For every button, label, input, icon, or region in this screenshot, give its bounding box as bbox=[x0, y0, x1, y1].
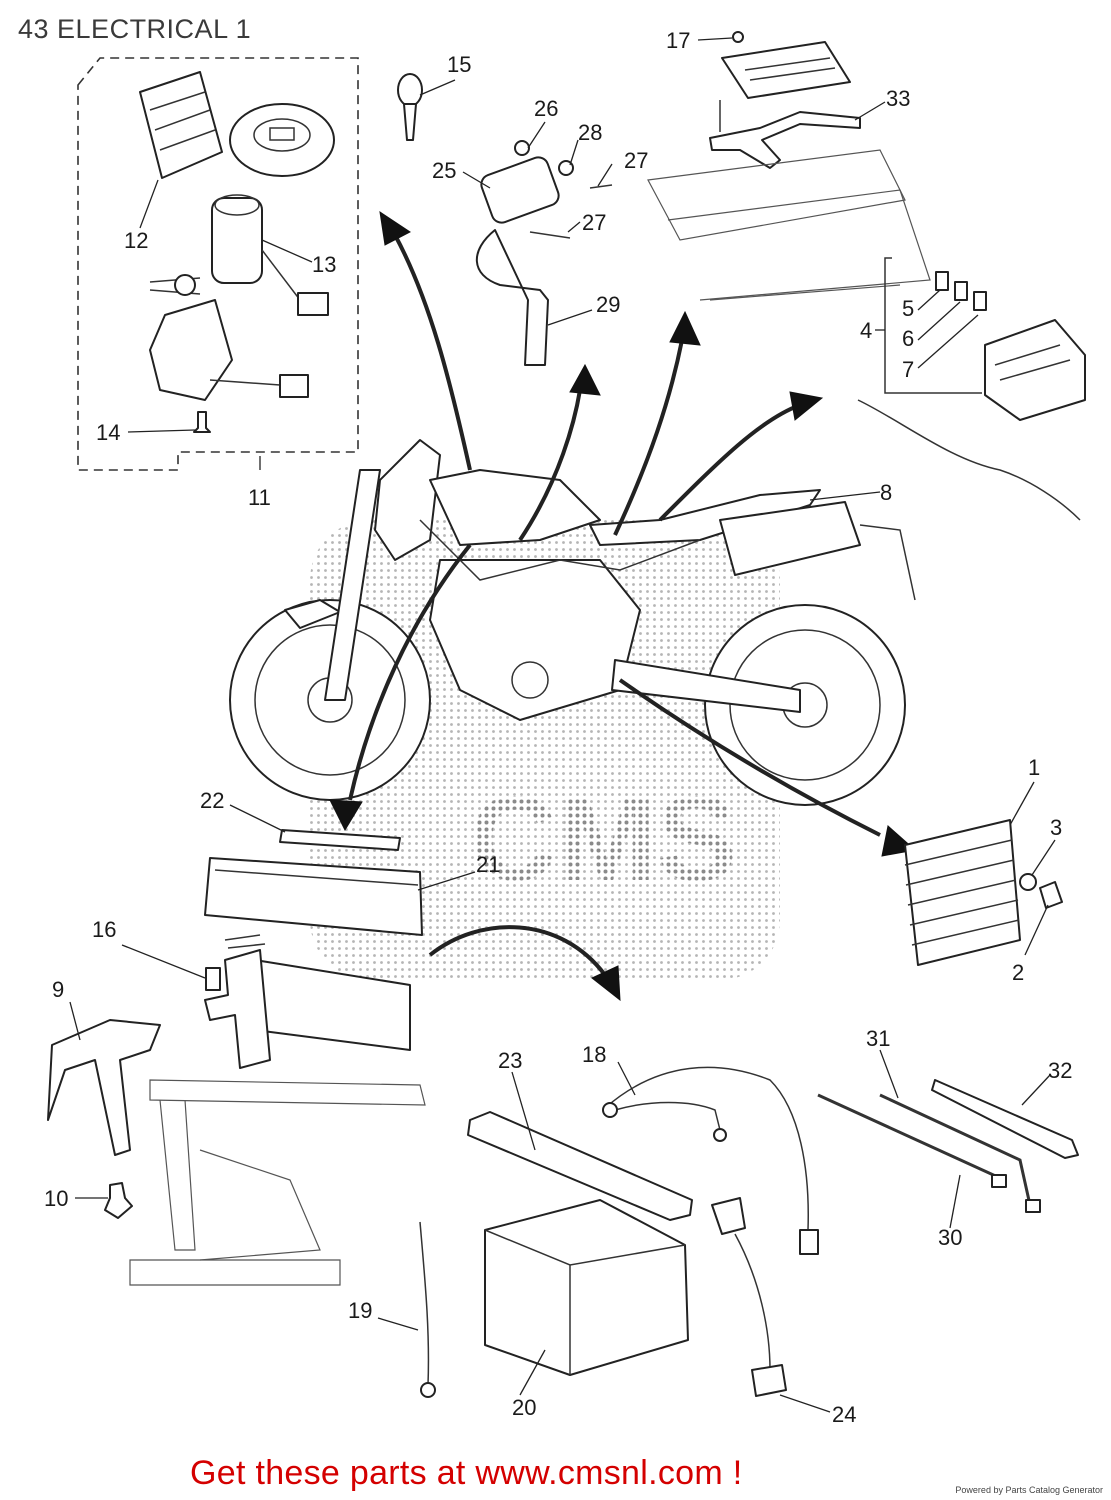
bracket-9 bbox=[47, 1019, 161, 1156]
callout-4: 4 bbox=[860, 318, 872, 343]
fuse-box-assembly bbox=[857, 257, 1086, 521]
lead-terminal-18 bbox=[602, 1102, 618, 1118]
callout-11: 11 bbox=[248, 485, 271, 510]
callout-33: 33 bbox=[886, 86, 910, 111]
callout-5: 5 bbox=[902, 296, 914, 321]
callout-24: 24 bbox=[832, 1402, 856, 1427]
washer-3 bbox=[1019, 873, 1037, 891]
callout-3: 3 bbox=[1050, 815, 1062, 840]
callout-29: 29 bbox=[596, 292, 620, 317]
headlight-cowl bbox=[374, 439, 441, 561]
leader-lines bbox=[69, 37, 1056, 1413]
callout-32: 32 bbox=[1048, 1058, 1072, 1083]
battery-cover-22 bbox=[279, 829, 401, 851]
callout-7: 7 bbox=[902, 357, 914, 382]
screw-14 bbox=[193, 411, 211, 433]
cable-tie-30 bbox=[817, 1093, 1001, 1180]
callout-19: 19 bbox=[348, 1298, 372, 1323]
battery-box-21 bbox=[204, 857, 423, 936]
fuel-tank bbox=[429, 469, 601, 546]
callout-27b: 27 bbox=[582, 210, 606, 235]
front-fork bbox=[324, 469, 381, 701]
callout-8: 8 bbox=[880, 480, 892, 505]
motorcycle bbox=[229, 439, 916, 806]
bolt-2 bbox=[1039, 881, 1063, 909]
callout-18: 18 bbox=[582, 1042, 606, 1067]
callout-17: 17 bbox=[666, 28, 690, 53]
callout-30: 30 bbox=[938, 1225, 962, 1250]
callout-2: 2 bbox=[1012, 960, 1024, 985]
cable-tie-31 bbox=[879, 1093, 1032, 1206]
fuse-5 bbox=[935, 271, 949, 291]
footer-credit: Powered by Parts Catalog Generator bbox=[955, 1485, 1103, 1495]
seat bbox=[589, 489, 821, 546]
battery-assembly bbox=[419, 1066, 819, 1398]
callout-26: 26 bbox=[534, 96, 558, 121]
callout-6: 6 bbox=[902, 326, 914, 351]
callout-20: 20 bbox=[512, 1395, 536, 1420]
callout-22: 22 bbox=[200, 788, 224, 813]
swingarm bbox=[611, 659, 801, 713]
cable-tie-32 bbox=[931, 1079, 1079, 1159]
ecu-bracket-assembly bbox=[647, 31, 931, 301]
callout-10: 10 bbox=[44, 1186, 68, 1211]
callout-27a: 27 bbox=[624, 148, 648, 173]
page-title: 43 ELECTRICAL 1 bbox=[18, 14, 252, 44]
watermark: CMS bbox=[310, 520, 780, 980]
callout-25: 25 bbox=[432, 158, 456, 183]
callout-1: 1 bbox=[1028, 755, 1040, 780]
ecu-unit bbox=[139, 71, 223, 179]
rear-wheel bbox=[704, 604, 906, 806]
footer-call-to-action[interactable]: Get these parts at www.cmsnl.com ! bbox=[190, 1454, 743, 1492]
steering-lock bbox=[149, 299, 233, 401]
callout-15: 15 bbox=[447, 52, 471, 77]
bolt-10 bbox=[104, 1182, 133, 1219]
lead-19 bbox=[420, 1382, 436, 1398]
fuse-7 bbox=[973, 291, 987, 311]
callout-12: 12 bbox=[124, 228, 148, 253]
starter-relay-lead-24 bbox=[711, 1197, 746, 1235]
callout-21: 21 bbox=[476, 852, 500, 877]
steering-lock-16 bbox=[204, 949, 271, 1069]
watermark-text: CMS bbox=[470, 772, 737, 906]
muffler bbox=[719, 501, 861, 576]
callout-23: 23 bbox=[498, 1048, 522, 1073]
callout-14: 14 bbox=[96, 420, 120, 445]
callout-16: 16 bbox=[92, 917, 116, 942]
key bbox=[397, 73, 423, 141]
ecu-lock-set-group bbox=[77, 57, 359, 471]
callout-9: 9 bbox=[52, 977, 64, 1002]
ignition-coil-assembly bbox=[475, 140, 613, 366]
callout-13: 13 bbox=[312, 252, 336, 277]
battery-box-assembly bbox=[204, 829, 423, 1051]
rectifier-regulator bbox=[904, 819, 1063, 966]
ignition-coil bbox=[480, 156, 560, 224]
fuse-6 bbox=[954, 281, 968, 301]
battery-20 bbox=[484, 1199, 689, 1376]
cable-ties bbox=[817, 1079, 1079, 1213]
callout-28: 28 bbox=[578, 120, 602, 145]
callout-labels: 1 2 3 4 5 6 7 8 9 10 11 12 13 14 15 16 1… bbox=[44, 28, 1072, 1427]
callout-31: 31 bbox=[866, 1026, 890, 1051]
frame-steering-lock-assembly bbox=[47, 934, 426, 1286]
battery-band-23 bbox=[467, 1111, 693, 1221]
control-unit-17 bbox=[721, 41, 851, 99]
bracket-33 bbox=[709, 111, 861, 169]
